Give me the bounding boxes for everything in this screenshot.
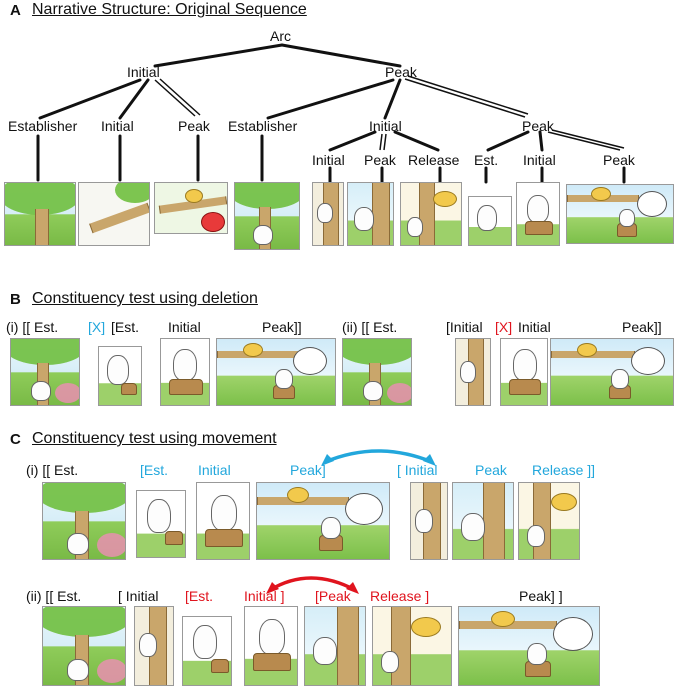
label-b-ii-initial-open: [Initial — [446, 319, 483, 335]
label-b-i-peak: Peak]] — [262, 319, 302, 335]
comic-panel — [134, 606, 174, 686]
section-c-title: Constituency test using movement — [32, 430, 277, 447]
comic-panel — [372, 606, 452, 686]
comic-panel — [455, 338, 491, 406]
section-a-letter: A — [10, 2, 21, 19]
section-c-letter: C — [10, 431, 21, 448]
comic-panel — [342, 338, 412, 406]
section-b-title: Constituency test using deletion — [32, 290, 258, 307]
tree-node-peak: Peak — [385, 64, 417, 80]
section-b-letter: B — [10, 291, 21, 308]
comic-panel — [244, 606, 298, 686]
label-b-i-initial: Initial — [168, 319, 201, 335]
tree-node-release: Release — [408, 152, 460, 168]
tree-node-initial: Initial — [127, 64, 160, 80]
label-b-i-est: [Est. — [111, 319, 140, 335]
comic-panel — [518, 482, 580, 560]
comic-panel — [182, 616, 232, 686]
label-b-i-prefix: (i) [[ Est. — [6, 319, 59, 335]
comic-panel — [216, 338, 336, 406]
label-b-ii-prefix: (ii) [[ Est. — [342, 319, 398, 335]
comic-panel — [400, 182, 462, 246]
tree-node-peak: Peak — [522, 118, 554, 134]
label-c-ii-peak: [Peak — [315, 588, 351, 604]
comic-panel — [304, 606, 366, 686]
tree-node-peak: Peak — [364, 152, 396, 168]
tree-node-initial: Initial — [101, 118, 134, 134]
comic-panel — [196, 482, 250, 560]
label-c-ii-release: Release ] — [370, 588, 430, 604]
comic-panel — [10, 338, 80, 406]
comic-panel — [4, 182, 76, 246]
comic-panel — [516, 182, 560, 246]
label-c-i-initial-open: [ Initial — [397, 462, 438, 478]
comic-panel — [468, 196, 512, 246]
comic-panel — [312, 182, 344, 246]
comic-panel — [98, 346, 142, 406]
comic-panel — [160, 338, 210, 406]
comic-panel — [234, 182, 300, 250]
tree-node-est: Est. — [474, 152, 499, 168]
label-c-ii-initial: Initial ] — [244, 588, 285, 604]
comic-panel — [410, 482, 448, 560]
comic-panel — [566, 184, 674, 244]
comic-panel — [42, 606, 126, 686]
comic-panel — [78, 182, 150, 246]
tree-node-peak: Peak — [178, 118, 210, 134]
comic-panel — [452, 482, 514, 560]
comic-panel — [136, 490, 186, 558]
label-c-ii-peak-close: Peak] ] — [519, 588, 563, 604]
tree-node-arc: Arc — [270, 28, 291, 44]
tree-node-initial: Initial — [523, 152, 556, 168]
comic-panel — [347, 182, 394, 246]
comic-panel — [256, 482, 390, 560]
tree-node-initial: Initial — [312, 152, 345, 168]
label-c-i-release: Release ]] — [532, 462, 596, 478]
comic-panel — [550, 338, 674, 406]
label-b-ii-x: [X] — [495, 319, 513, 335]
section-a-title: Narrative Structure: Original Sequence — [32, 1, 307, 18]
apple-bubble — [201, 212, 225, 232]
label-b-ii-initial: Initial — [518, 319, 551, 335]
label-c-i-initial: Initial — [198, 462, 231, 478]
label-c-ii-initial-open: [ Initial — [118, 588, 159, 604]
label-c-i-prefix: (i) [[ Est. — [26, 462, 79, 478]
label-c-i-peak: Peak] — [290, 462, 326, 478]
comic-panel — [458, 606, 600, 686]
tree-node-initial: Initial — [369, 118, 402, 134]
comic-panel — [500, 338, 548, 406]
label-c-ii-prefix: (ii) [[ Est. — [26, 588, 82, 604]
tree-node-peak: Peak — [603, 152, 635, 168]
label-b-ii-peak: Peak]] — [622, 319, 662, 335]
tree-node-establisher: Establisher — [228, 118, 298, 134]
label-c-i-peak2: Peak — [475, 462, 507, 478]
label-c-ii-est: [Est. — [185, 588, 214, 604]
comic-panel — [42, 482, 126, 560]
tree-node-establisher: Establisher — [8, 118, 78, 134]
label-b-i-x: [X] — [88, 319, 106, 335]
label-c-i-est: [Est. — [140, 462, 169, 478]
